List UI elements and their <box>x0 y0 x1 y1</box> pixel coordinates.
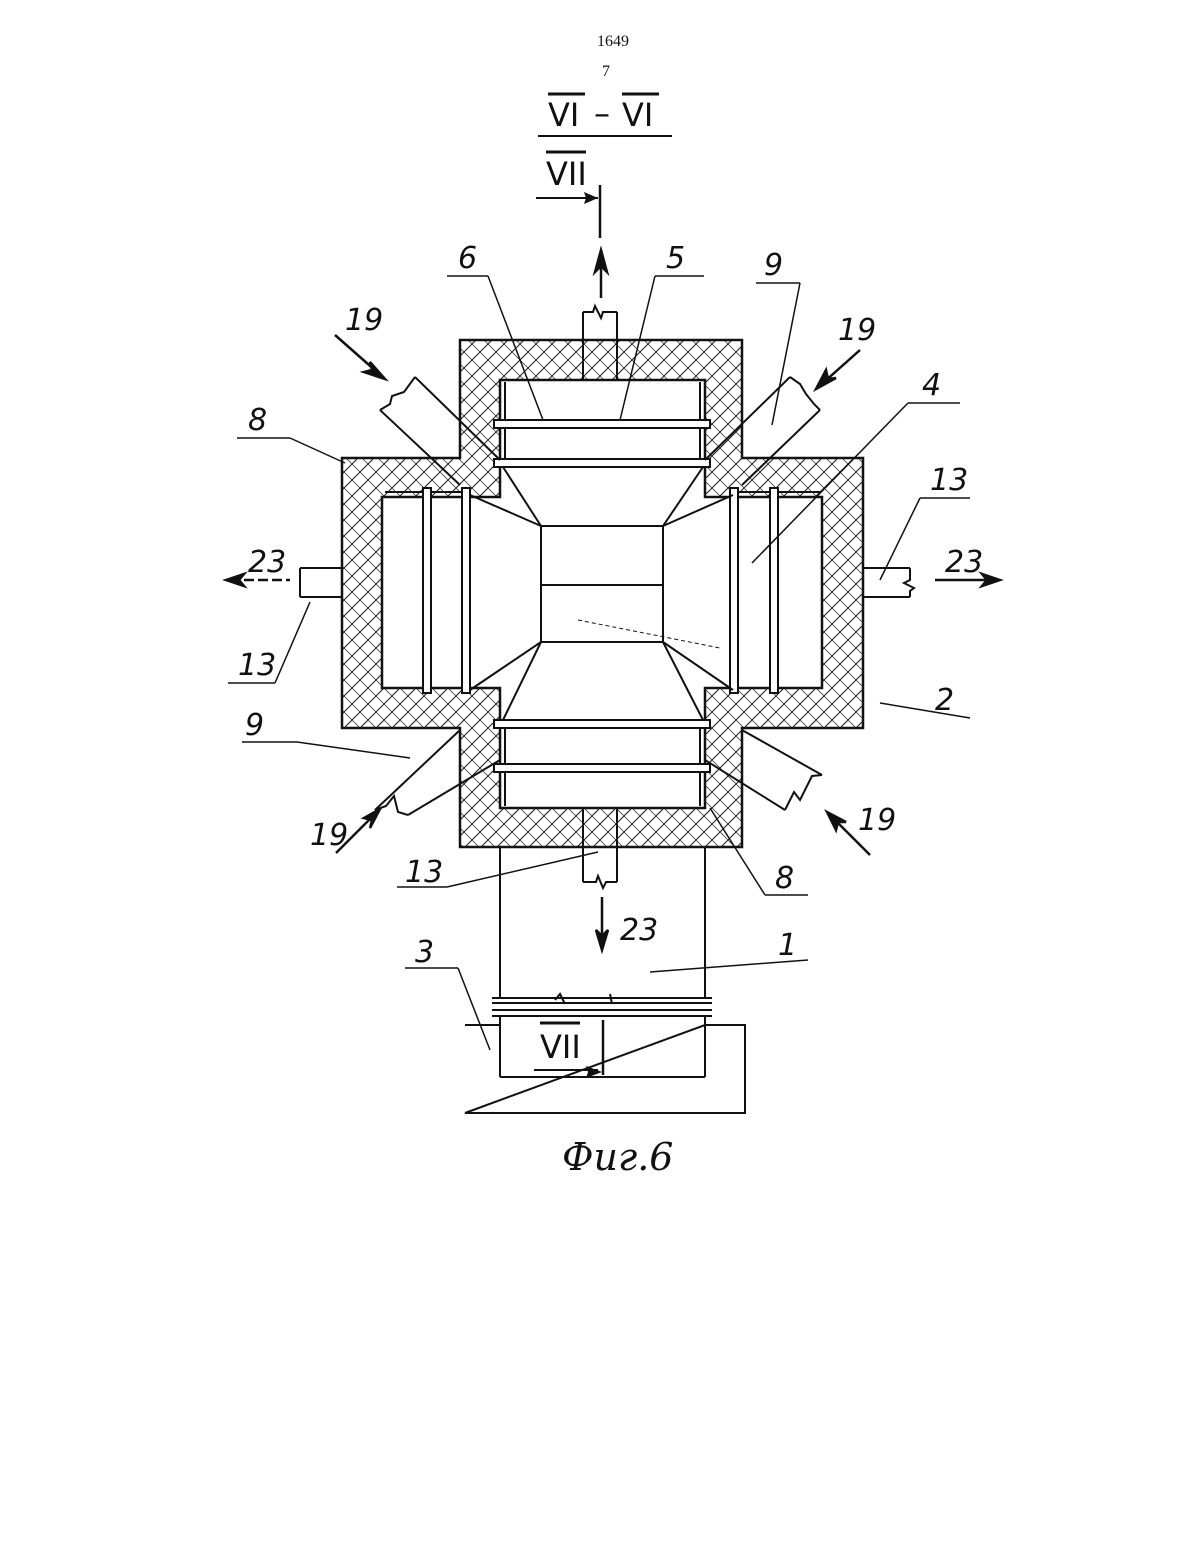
column-and-base <box>465 847 745 1113</box>
inlet-ducts <box>375 377 822 815</box>
label-13-right: 13 <box>930 463 968 498</box>
label-23-right: 23 <box>945 545 983 580</box>
label-2: 2 <box>935 683 954 718</box>
section-view-label-bottom: VII <box>540 1028 581 1066</box>
label-5: 5 <box>666 241 685 276</box>
section-label-left: VI <box>548 96 579 134</box>
label-6: 6 <box>458 241 477 276</box>
label-9-top: 9 <box>764 248 783 283</box>
inlet-arrows <box>335 335 870 855</box>
label-8-left: 8 <box>248 403 267 438</box>
label-9-bottom: 9 <box>245 708 264 743</box>
label-19-bottom-right: 19 <box>858 803 896 838</box>
label-19-top-right: 19 <box>838 313 876 348</box>
chamber-outline <box>385 382 820 806</box>
label-13-bottom: 13 <box>405 855 443 890</box>
label-19-bottom-left: 19 <box>310 818 348 853</box>
section-view-label: VII <box>546 155 587 193</box>
label-13-left: 13 <box>238 648 276 683</box>
label-8-bottom: 8 <box>775 861 794 896</box>
label-23-bottom: 23 <box>620 913 658 948</box>
figure-caption: Фиг.6 <box>562 1135 673 1179</box>
section-title: VI – VI VII <box>538 94 672 193</box>
label-1: 1 <box>778 928 797 963</box>
label-23-left: 23 <box>248 545 286 580</box>
label-3: 3 <box>415 935 434 970</box>
section-dash: – <box>594 94 610 132</box>
label-19-top-left: 19 <box>345 303 383 338</box>
central-chamber <box>470 467 733 720</box>
section-marker-bottom: VII <box>534 1023 602 1078</box>
label-4: 4 <box>922 368 941 403</box>
section-label-right: VI <box>622 96 653 134</box>
